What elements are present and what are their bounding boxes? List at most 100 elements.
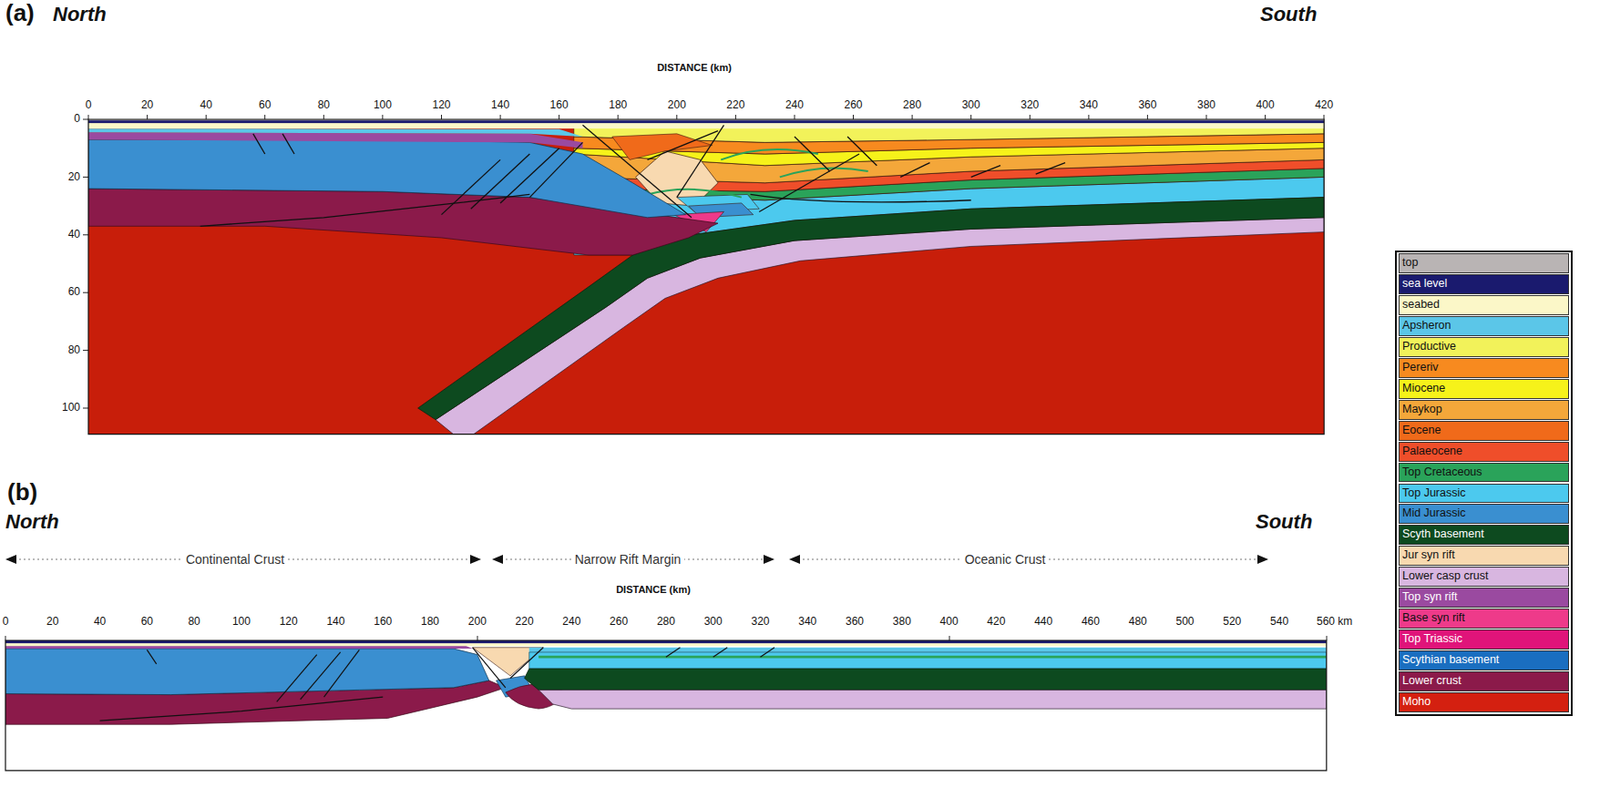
axis-tick: 60 [141, 615, 154, 629]
axis-tick: 400 [940, 615, 959, 629]
axis-tick: 340 [798, 615, 817, 629]
axis-tick: 200 [667, 99, 687, 113]
legend-text: Top Triassic [1398, 629, 1570, 650]
axis-tick: 40 [93, 615, 106, 629]
axis-tick: 300 [962, 99, 981, 113]
axis-tick: 360 [845, 615, 864, 629]
legend-text: Jur syn rift [1398, 545, 1570, 566]
legend-row: seabed [1398, 295, 1570, 316]
legend-text: Scyth basement [1398, 524, 1570, 545]
legend-row: Miocene [1398, 379, 1570, 400]
legend-row: Scythian basement [1398, 650, 1570, 671]
axis-tick: 180 [608, 99, 627, 113]
axis-tick: 180 [420, 615, 440, 629]
legend-text: Lower crust [1398, 671, 1570, 692]
region-label: Narrow Rift Margin [571, 552, 686, 567]
axis-tick: 520 [1222, 615, 1242, 629]
legend-row: Top syn rift [1398, 587, 1570, 608]
legend-row: Top Cretaceous [1398, 462, 1570, 483]
legend-row: Base syn rift [1398, 608, 1570, 629]
axis-tick: 440 [1034, 615, 1053, 629]
legend-text: Top syn rift [1398, 587, 1570, 608]
axis-ticks [5, 635, 1327, 641]
legend-row: Moho [1398, 692, 1570, 713]
legend-text: Top Jurassic [1398, 483, 1570, 504]
direction-label: South [1260, 2, 1317, 26]
axis-tick: 380 [892, 615, 912, 629]
legend-text: Apsheron [1398, 316, 1570, 337]
direction-label: North [52, 2, 107, 26]
axis-tick: 240 [785, 99, 804, 113]
axis-tick: 0 [73, 112, 81, 126]
axis-tick: 320 [1020, 99, 1039, 113]
legend-row: Jur syn rift [1398, 545, 1570, 566]
legend-row: Palaeocene [1398, 441, 1570, 462]
legend-text: Miocene [1398, 379, 1570, 400]
legend-row: Pereriv [1398, 358, 1570, 379]
direction-label: North [5, 510, 60, 534]
axis-tick: 420 [986, 615, 1006, 629]
legend-text: top [1398, 253, 1570, 274]
axis-tick: 260 [844, 99, 863, 113]
legend-row: Productive [1398, 337, 1570, 358]
legend-text: Pereriv [1398, 358, 1570, 379]
legend-text: Mid Jurassic [1398, 503, 1570, 524]
axis-tick: 320 [750, 615, 770, 629]
axis-tick: 20 [68, 171, 81, 185]
axis-tick: 160 [550, 99, 569, 113]
axis-tick: 0 [85, 99, 93, 113]
legend-text: Top Cretaceous [1398, 462, 1570, 483]
axis-tick: 100 [61, 401, 81, 415]
section-b [5, 640, 1327, 771]
legend-text: Lower casp crust [1398, 566, 1570, 587]
axis-tick: 420 [1314, 99, 1334, 113]
legend-text: seabed [1398, 295, 1570, 316]
axis-tick: 300 [704, 615, 723, 629]
axis-tick: 560 km [1316, 615, 1353, 629]
legend-text: Moho [1398, 692, 1570, 713]
legend-row: Eocene [1398, 420, 1570, 442]
legend-text: Palaeocene [1398, 441, 1570, 462]
axis-tick: 140 [491, 99, 510, 113]
axis-tick: 40 [199, 99, 212, 113]
legend-row: Mid Jurassic [1398, 503, 1570, 524]
legend-row: Lower crust [1398, 671, 1570, 692]
axis-tick: 380 [1197, 99, 1216, 113]
legend-text: Eocene [1398, 420, 1570, 442]
direction-label: South [1255, 510, 1313, 534]
axis-title: DISTANCE (km) [615, 584, 691, 596]
legend-row: Top Triassic [1398, 629, 1570, 650]
axis-tick: 220 [726, 99, 745, 113]
axis-tick: 120 [279, 615, 298, 629]
legend-text: Maykop [1398, 400, 1570, 421]
legend-text: Productive [1398, 337, 1570, 358]
legend-row: sea level [1398, 274, 1570, 295]
axis-tick: 360 [1138, 99, 1157, 113]
section-a [88, 119, 1324, 435]
axis-tick: 100 [232, 615, 251, 629]
legend-frame [1395, 251, 1572, 716]
panel-letter: (b) [7, 479, 38, 507]
axis-tick: 260 [609, 615, 628, 629]
axis-tick: 280 [656, 615, 676, 629]
axis-tick: 20 [46, 615, 59, 629]
axis-tick: 540 [1270, 615, 1289, 629]
legend-row: Scyth basement [1398, 524, 1570, 545]
axis-tick: 200 [468, 615, 487, 629]
region-label: Oceanic Crust [961, 552, 1050, 567]
axis-tick: 340 [1079, 99, 1098, 113]
axis-tick: 100 [373, 99, 392, 113]
axis-tick: 80 [68, 344, 81, 358]
panel-letter: (a) [5, 0, 35, 28]
axis-tick: 80 [317, 99, 330, 113]
region-label: Continental Crust [182, 552, 288, 567]
legend-row: Apsheron [1398, 316, 1570, 337]
axis-tick: 80 [187, 615, 200, 629]
axis-tick: 460 [1081, 615, 1100, 629]
legend-swatch [1398, 253, 1570, 274]
axis-tick: 480 [1128, 615, 1148, 629]
legend-row: top [1398, 253, 1570, 274]
axis-tick: 40 [68, 228, 81, 242]
